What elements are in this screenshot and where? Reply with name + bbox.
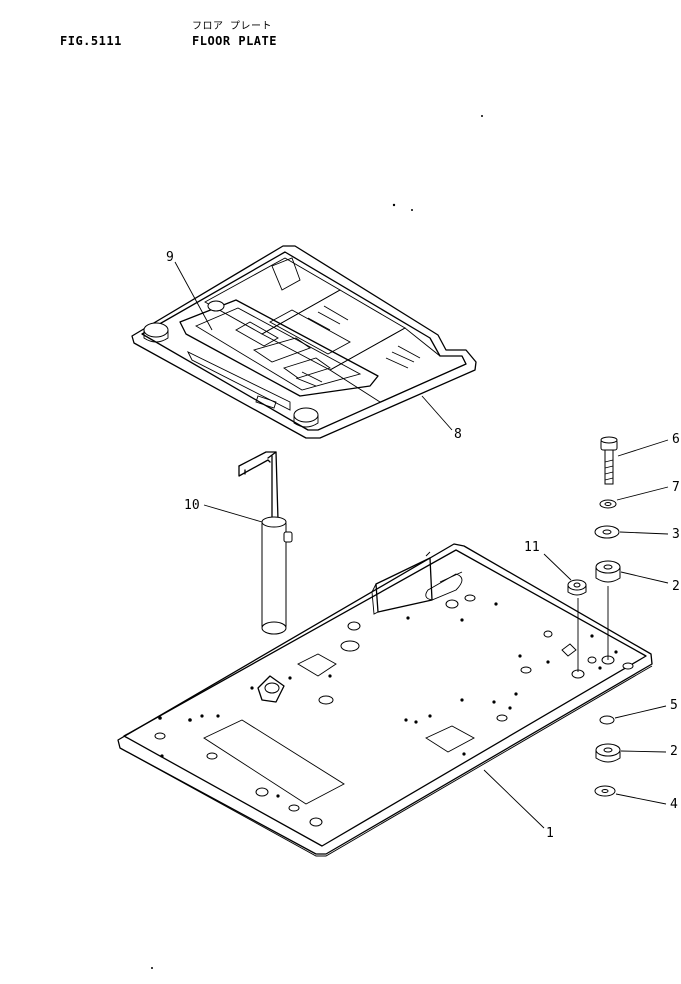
callout-9: 9 <box>166 250 174 265</box>
callout-4: 4 <box>670 797 678 812</box>
callout-7: 7 <box>672 480 680 495</box>
callout-1: 1 <box>546 826 554 841</box>
callout-2-lower: 2 <box>670 744 678 759</box>
callout-6: 6 <box>672 432 680 447</box>
figure-number: FIG.5111 <box>60 34 122 48</box>
title-english: FLOOR PLATE <box>192 34 277 48</box>
callout-10: 10 <box>184 498 200 513</box>
hardware-drawing <box>567 436 621 797</box>
callout-11: 11 <box>524 540 540 555</box>
callout-5: 5 <box>670 698 678 713</box>
leader-lines <box>174 261 669 829</box>
title-japanese: フロア プレート <box>192 21 273 32</box>
callout-2-upper: 2 <box>672 579 680 594</box>
callout-labels: 9 8 10 11 6 7 3 2 5 2 4 1 <box>166 250 680 841</box>
lever-drawing <box>238 451 293 635</box>
floor-mat-drawing <box>131 245 477 439</box>
callout-3: 3 <box>672 527 680 542</box>
callout-8: 8 <box>454 427 462 442</box>
